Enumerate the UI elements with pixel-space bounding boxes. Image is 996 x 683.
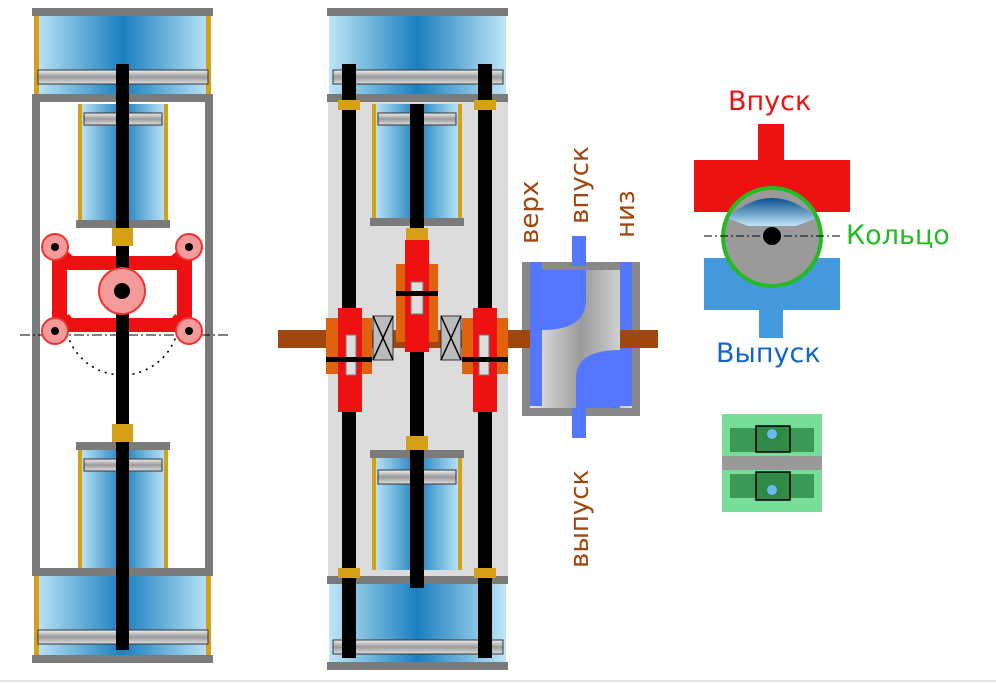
intake-scoop — [542, 270, 586, 330]
bearing-center — [410, 281, 424, 315]
bearing-left — [345, 334, 357, 376]
top-inner-cylinder-edge-r — [164, 104, 168, 220]
ring-circle — [721, 186, 823, 288]
rotor-center — [763, 227, 781, 245]
top-outer-cylinder-edge-l — [34, 14, 39, 96]
joint-r-bottom — [474, 568, 496, 578]
crank-bar-left — [326, 357, 372, 362]
exhaust-stem — [759, 306, 783, 338]
bearing-x-left — [372, 315, 394, 361]
bottom-cap — [32, 655, 213, 663]
vertical-labels: верх впуск низ выпуск — [515, 146, 641, 568]
seal-ball-top — [767, 429, 777, 439]
side-view — [278, 8, 658, 670]
crank-bar-center — [396, 291, 438, 296]
rod-joint-bottom — [112, 424, 133, 442]
crank-bar-right — [462, 357, 508, 362]
pivot-tl-dot — [51, 243, 59, 251]
bottom-inner-cylinder-edge-l — [78, 450, 82, 568]
exhaust-pipe — [572, 408, 586, 438]
label-intake: Впуск — [728, 86, 811, 117]
bottom-outer-cylinder-edge-r — [206, 576, 211, 656]
rotor-top-segment — [727, 198, 817, 226]
bearing-right — [478, 334, 490, 376]
label-top: верх — [515, 181, 545, 244]
side-top-inner-edge-l — [372, 104, 376, 218]
seal-ball-bottom — [767, 485, 777, 495]
intake-pipe — [572, 236, 586, 266]
seal-detail — [722, 414, 822, 512]
joint-c-bottom — [406, 436, 428, 450]
pivot-tr-dot — [185, 243, 193, 251]
joint-c-top — [406, 228, 428, 242]
top-inner-cylinder-edge-l — [78, 104, 82, 220]
side-bottom-inner-edge-r — [458, 458, 462, 570]
intake-stem — [758, 124, 784, 164]
joint-l-bottom — [338, 568, 360, 578]
bottom-outer-cylinder-edge-l — [34, 576, 39, 656]
valve-detail — [694, 124, 850, 338]
seal-mid — [722, 456, 822, 470]
side-bottom-inner-edge-l — [372, 458, 376, 570]
label-ring: Кольцо — [846, 220, 950, 251]
label-exhaust: Выпуск — [716, 338, 821, 369]
label-exhaust-vertical: выпуск — [565, 470, 595, 568]
shaft-through-valve — [508, 330, 530, 348]
crank-pin — [114, 283, 130, 299]
side-top-cap — [327, 8, 508, 16]
label-intake-vertical: впуск — [565, 146, 595, 224]
front-view — [20, 8, 228, 663]
frame-rail-left — [32, 100, 40, 570]
front-rod — [116, 64, 129, 650]
side-bottom-cap — [327, 662, 508, 670]
side-bottom-piston — [332, 639, 504, 655]
label-bottom: низ — [611, 190, 641, 238]
joint-l-top — [338, 100, 360, 110]
valve-port-left — [530, 262, 542, 406]
pivot-br-dot — [185, 327, 193, 335]
top-cap — [32, 8, 213, 16]
shaft-stub — [620, 330, 658, 348]
pivot-bl-dot — [51, 327, 59, 335]
side-top-plate — [327, 94, 508, 102]
bottom-inner-cylinder-edge-r — [164, 450, 168, 568]
joint-r-top — [474, 100, 496, 110]
top-outer-cylinder-edge-r — [206, 14, 211, 96]
exhaust-scoop — [576, 350, 620, 408]
bearing-x-right — [440, 315, 462, 361]
side-top-piston — [332, 69, 504, 85]
rod-joint-top — [112, 228, 133, 246]
side-top-inner-edge-r — [458, 104, 462, 218]
